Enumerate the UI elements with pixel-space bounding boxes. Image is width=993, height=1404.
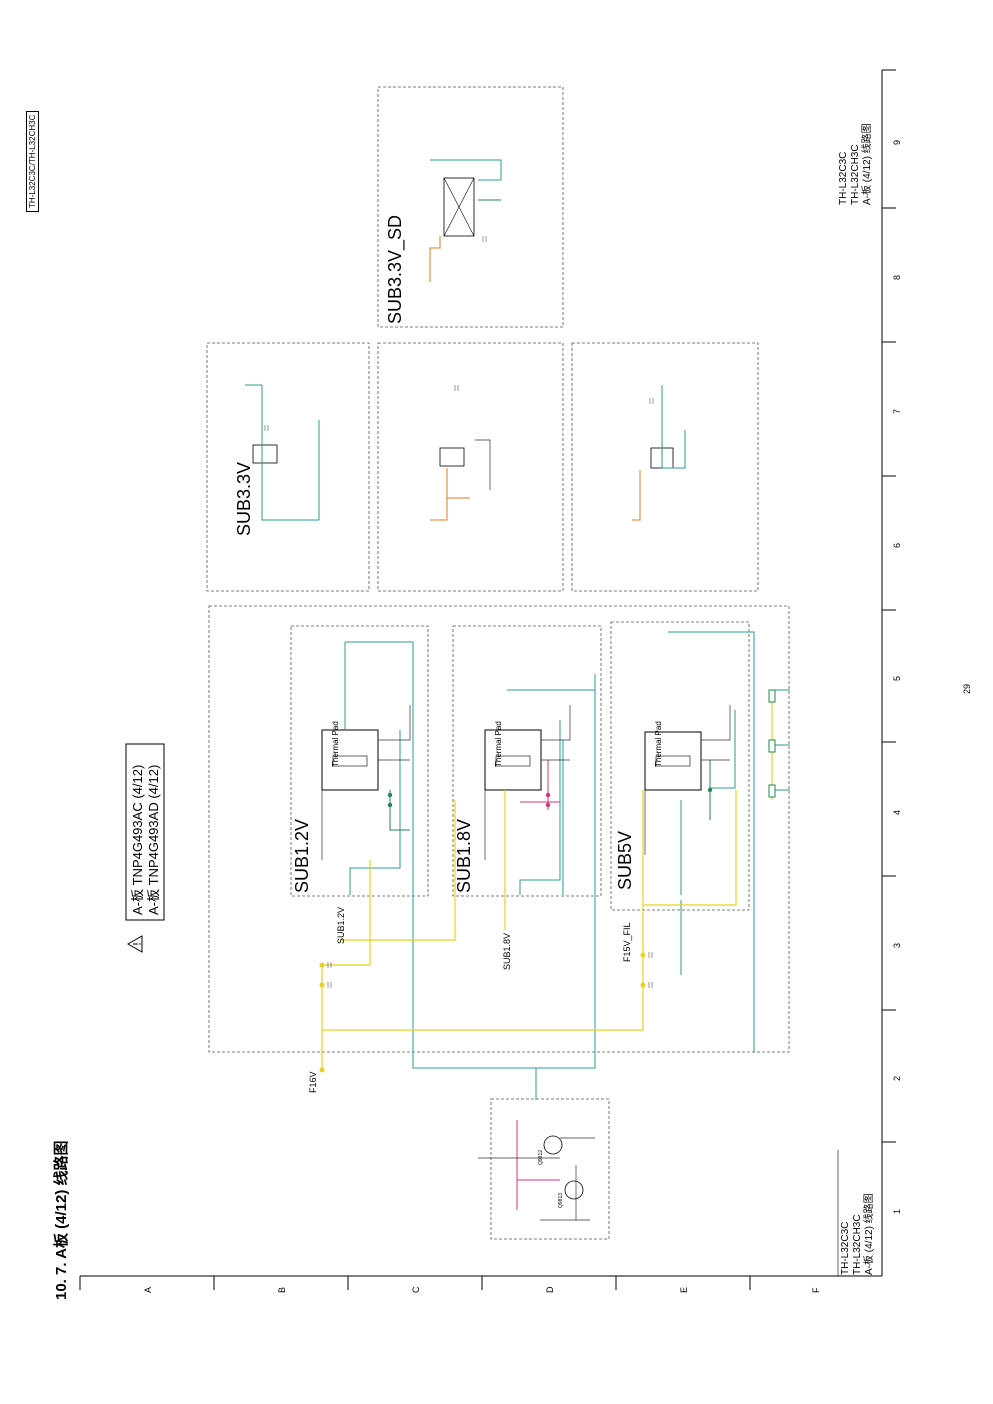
thermal-pad-1 [332, 755, 368, 767]
net-label-sub1v2: SUB1.2V [336, 906, 346, 944]
power-section-frame [208, 605, 790, 1053]
junction-dots-yellow [319, 952, 646, 1073]
grid-col-3: 3 [892, 942, 902, 948]
block-sub3v3-frame-3 [571, 342, 759, 592]
board-note: A-板 TNP4G493AC (4/12) A-板 TNP4G493AD (4/… [130, 765, 162, 915]
footer-box-right: TH-L32C3C TH-L32CH3C A-板 (4/12) 线路图 [838, 123, 874, 205]
grid-frame [79, 69, 896, 1290]
transistor-label-q9812: Q9812 [538, 1149, 544, 1165]
thermal-pad-label-2: Thermal Pad [494, 721, 503, 767]
grid-col-4: 4 [892, 809, 902, 815]
footer-right-line3: A-板 (4/12) 线路图 [862, 123, 873, 205]
block-label-sub3v3-sd: SUB3.3V_SD [385, 214, 405, 324]
grid-row-a: A [143, 1286, 153, 1293]
footer-left-line3: A-板 (4/12) 线路图 [864, 1193, 875, 1275]
thermal-pad-2 [495, 755, 531, 767]
grid-row-b: B [277, 1286, 287, 1293]
transistor-block-frame [490, 1098, 610, 1240]
wires-teal [245, 159, 790, 1100]
block-label-sub1v2: SUB1.2V [292, 818, 312, 893]
footer-left-line2: TH-L32CH3C [852, 1214, 863, 1275]
junction-dots-pink [545, 792, 551, 808]
transistor-q9812 [543, 1135, 563, 1155]
wires-pink [516, 760, 560, 1210]
grid-row-f: F [811, 1287, 821, 1294]
wires-orange [429, 236, 641, 521]
block-label-sub1v8: SUB1.8V [454, 818, 474, 893]
ic-reg-b [439, 447, 465, 467]
footer-box-left: TH-L32C3C TH-L32CH3C A-板 (4/12) 线路图 [840, 1193, 876, 1275]
footer-left-line1: TH-L32C3C [840, 1221, 851, 1275]
grid-col-6: 6 [892, 542, 902, 548]
block-sub1v8-frame [452, 625, 602, 897]
grid-col-5: 5 [892, 675, 902, 681]
block-sub1v2-frame [290, 625, 429, 897]
grid-col-7: 7 [892, 408, 902, 414]
block-label-sub3v3: SUB3.3V [234, 461, 254, 536]
transistor-label-q9813: Q9813 [558, 1192, 564, 1208]
ic-reg-a [252, 444, 278, 464]
grid-row-d: D [545, 1286, 555, 1294]
ic-sd [443, 177, 475, 237]
thermal-pad-3 [655, 755, 691, 767]
warning-triangle-icon [126, 935, 143, 953]
filter-components [768, 689, 776, 798]
board-note-line1: A-板 TNP4G493AC (4/12) [130, 764, 145, 915]
net-label-sub1v8: SUB1.8V [502, 932, 512, 970]
grid-col-9: 9 [892, 139, 902, 145]
block-sub3v3-frame-2 [377, 342, 564, 592]
transistor-q9813 [564, 1180, 584, 1200]
block-sub5v-frame [610, 621, 750, 911]
footer-right-line1: TH-L32C3C [838, 151, 849, 205]
net-label-f16v: F16V [308, 1071, 318, 1093]
footer-right-line2: TH-L32CH3C [850, 144, 861, 205]
grid-col-8: 8 [892, 274, 902, 280]
net-label-f15v-fil: F15V_FIL [622, 922, 632, 962]
grid-row-e: E [679, 1286, 689, 1293]
wires-dark [321, 439, 731, 1221]
thermal-pad-label-3: Thermal Pad [654, 721, 663, 767]
junction-dots-green [387, 787, 713, 808]
capacitor-marks [264, 236, 654, 988]
grid-row-c: C [411, 1286, 421, 1294]
grid-col-2: 2 [892, 1075, 902, 1081]
grid-col-1: 1 [892, 1208, 902, 1214]
board-note-box [125, 743, 165, 921]
board-note-line2: A-板 TNP4G493AD (4/12) [146, 764, 161, 915]
block-label-sub5v: SUB5V [615, 830, 635, 890]
block-sub3v3-sd-frame [377, 86, 564, 328]
thermal-pad-label-1: Thermal Pad [331, 721, 340, 767]
block-sub3v3-frame-1 [206, 342, 370, 592]
